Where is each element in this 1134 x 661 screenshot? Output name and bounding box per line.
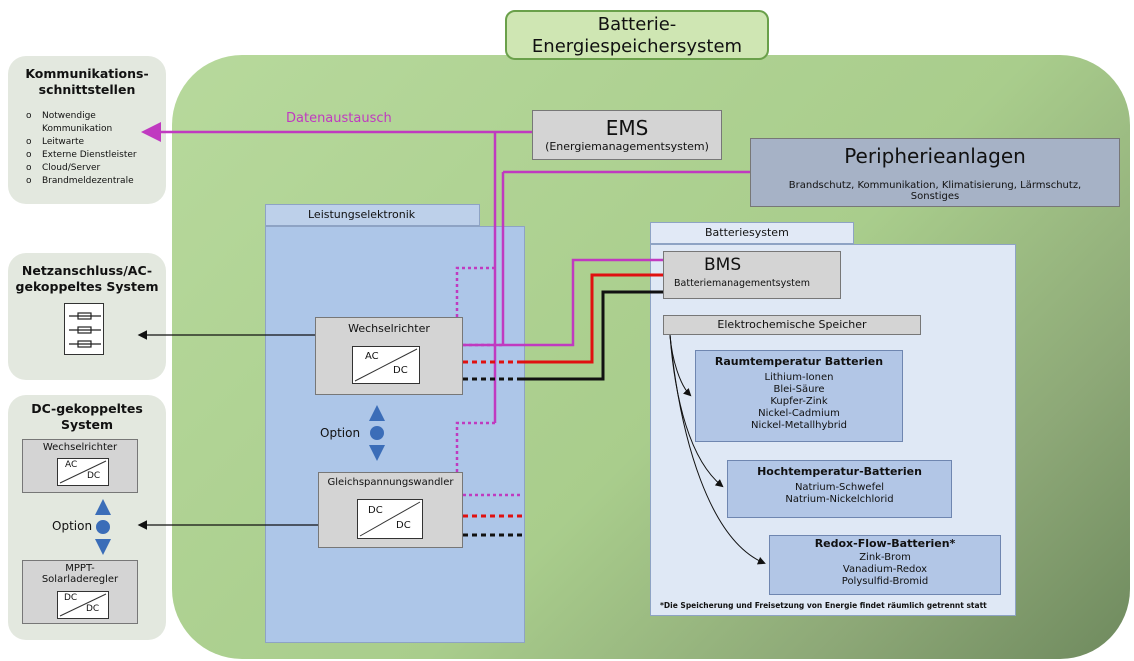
inverter-box: Wechselrichter AC DC bbox=[315, 317, 463, 395]
peripheral-systems-box: Peripherieanlagen Brandschutz, Kommunika… bbox=[750, 138, 1120, 207]
grid-switchgear-icon bbox=[64, 303, 104, 355]
communication-heading: Kommunikations- schnittstellen bbox=[25, 66, 149, 97]
power-electronics-title: Leistungselektronik bbox=[265, 204, 480, 226]
mppt-charge-controller-box: MPPT- Solarladeregler DC DC bbox=[22, 560, 138, 624]
list-item: Brandmeldezentrale bbox=[26, 175, 166, 188]
grid-connection-panel: Netzanschluss/AC- gekoppeltes System bbox=[8, 253, 166, 380]
dc-inverter-box: Wechselrichter AC DC bbox=[22, 439, 138, 493]
ems-box: EMS (Energiemanagementsystem) bbox=[532, 110, 722, 160]
electrochemical-storage-box: Elektrochemische Speicher bbox=[663, 315, 921, 335]
dc-dc-converter-icon: DC DC bbox=[357, 499, 423, 539]
option-label: Option bbox=[320, 426, 361, 440]
system-title: Batterie- Energiespeichersystem bbox=[505, 10, 769, 60]
list-item: Externe Dienstleister bbox=[26, 149, 166, 162]
grid-connection-heading: Netzanschluss/AC- gekoppeltes System bbox=[15, 263, 159, 294]
battery-system-title: Batteriesystem bbox=[650, 222, 854, 244]
room-temperature-batteries-box: Raumtemperatur Batterien Lithium-Ionen B… bbox=[695, 350, 903, 442]
redox-flow-batteries-box: Redox-Flow-Batterien* Zink-Brom Vanadium… bbox=[769, 535, 1001, 595]
list-item: Cloud/Server bbox=[26, 162, 166, 175]
list-item: Leitwarte bbox=[26, 136, 166, 149]
dc-dc-converter-icon: DC DC bbox=[57, 591, 109, 619]
communication-list: Notwendige Kommunikation Leitwarte Exter… bbox=[8, 110, 166, 188]
dc-option-label: Option bbox=[52, 519, 93, 533]
dc-coupled-heading: DC-gekoppeltes System bbox=[31, 401, 143, 432]
ac-dc-converter-icon: AC DC bbox=[352, 346, 420, 384]
dc-dc-converter-box: Gleichspannungswandler DC DC bbox=[318, 472, 463, 548]
high-temperature-batteries-box: Hochtemperatur-Batterien Natrium-Schwefe… bbox=[727, 460, 952, 518]
power-electronics-panel bbox=[265, 226, 525, 643]
data-exchange-label: Datenaustausch bbox=[286, 111, 392, 126]
dc-coupled-system-panel: DC-gekoppeltes System Wechselrichter AC … bbox=[8, 395, 166, 640]
communication-interfaces-panel: Kommunikations- schnittstellen Notwendig… bbox=[8, 56, 166, 204]
list-item: Notwendige Kommunikation bbox=[26, 110, 137, 136]
footnote: *Die Speicherung und Freisetzung von Ene… bbox=[660, 601, 987, 610]
ac-dc-converter-icon: AC DC bbox=[57, 458, 109, 486]
bms-box: BMS Batteriemanagementsystem bbox=[663, 251, 841, 299]
